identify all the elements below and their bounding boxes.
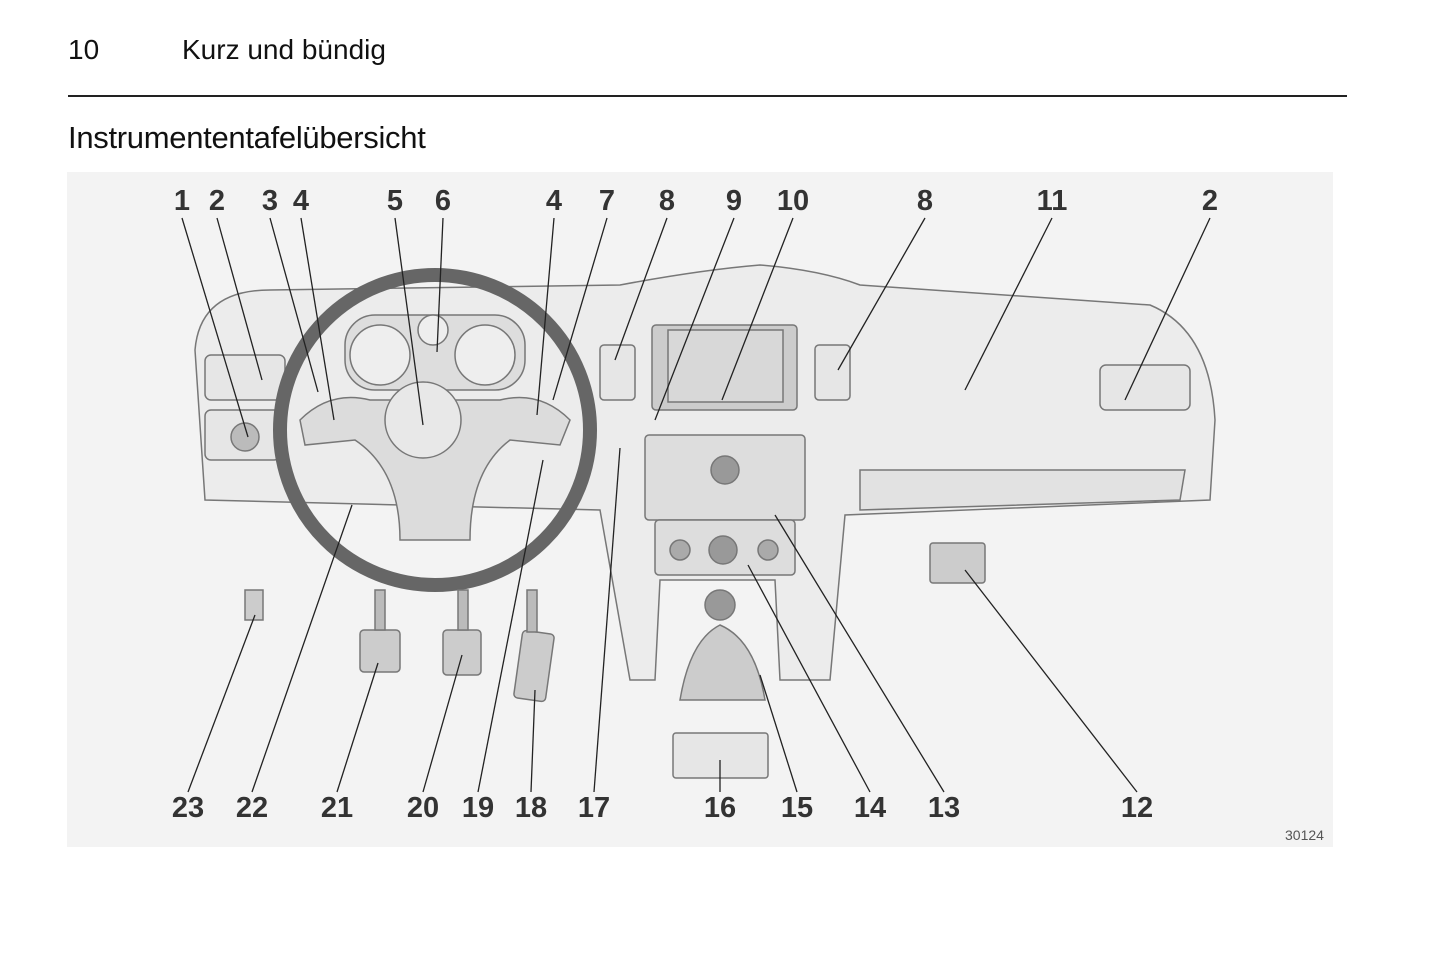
callout-label: 2 xyxy=(1201,185,1219,217)
callout-label: 10 xyxy=(776,185,810,217)
callout-label: 18 xyxy=(514,792,548,824)
callout-label: 3 xyxy=(261,185,279,217)
callout-label: 12 xyxy=(1120,792,1154,824)
page-number: 10 xyxy=(68,34,100,65)
callout-label: 4 xyxy=(545,185,563,217)
dashboard-illustration: 1 2 3 4 5 6 4 7 8 9 10 8 11 2 23 22 21 2… xyxy=(67,172,1333,847)
header-divider xyxy=(68,95,1347,97)
callout-label: 11 xyxy=(1036,185,1068,217)
callout-label: 8 xyxy=(916,185,934,217)
callout-label: 13 xyxy=(927,792,961,824)
section-title: Kurz und bündig xyxy=(182,34,386,65)
callout-label: 20 xyxy=(406,792,440,824)
callout-label: 23 xyxy=(171,792,205,824)
figure-id: 30124 xyxy=(1285,827,1324,843)
page-heading: Instrumententafelübersicht xyxy=(68,120,426,155)
callout-label: 1 xyxy=(173,185,191,217)
callout-label: 4 xyxy=(292,185,310,217)
callout-label: 21 xyxy=(320,792,354,824)
callout-label: 6 xyxy=(434,185,452,217)
dashboard-drawing xyxy=(181,217,1216,793)
callout-label: 2 xyxy=(208,185,226,217)
callout-label: 9 xyxy=(725,185,743,217)
callout-label: 7 xyxy=(598,185,616,217)
callout-label: 22 xyxy=(235,792,269,824)
callout-label: 5 xyxy=(386,185,404,217)
callout-label: 16 xyxy=(703,792,737,824)
callout-label: 17 xyxy=(577,792,611,824)
callout-label: 15 xyxy=(780,792,814,824)
leader-lines xyxy=(181,217,1211,793)
callout-label: 19 xyxy=(461,792,495,824)
callout-label: 14 xyxy=(853,792,887,824)
callout-label: 8 xyxy=(658,185,676,217)
